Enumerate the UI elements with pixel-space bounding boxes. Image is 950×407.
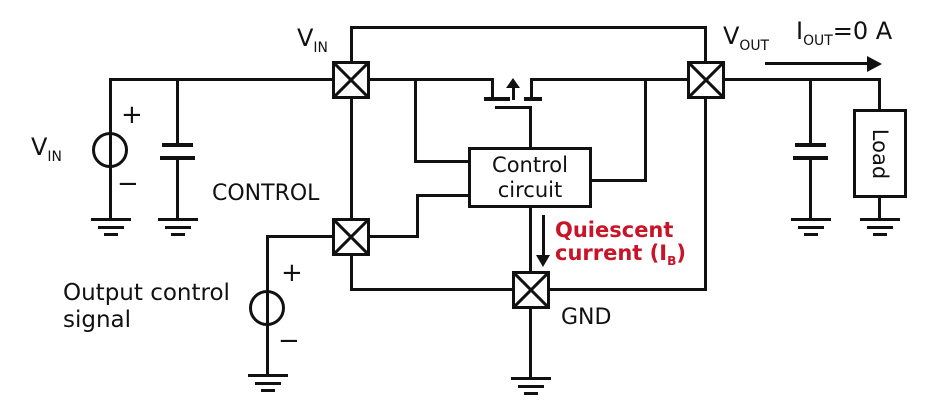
vin-source-label: VIN (31, 133, 62, 165)
quiescent-current-arrow-shaft (542, 215, 545, 256)
wire (721, 78, 881, 81)
wire (704, 97, 707, 291)
wire (414, 160, 470, 163)
vout-pin (687, 61, 725, 99)
wire (266, 235, 334, 238)
control-pin-label: CONTROL (212, 181, 320, 206)
ground-icon (248, 374, 288, 393)
mosfet-body-arrow-shaft (512, 84, 515, 100)
gnd-pin-label: GND (561, 305, 612, 330)
wire (809, 158, 812, 219)
load-block: Load (853, 109, 907, 198)
iout-arrow-icon (867, 56, 882, 72)
wire (878, 195, 881, 219)
wire (109, 78, 333, 81)
control-pin (332, 218, 370, 256)
wire (878, 78, 881, 111)
wire (369, 235, 419, 238)
pin-x-icon (515, 274, 547, 306)
wire (350, 288, 514, 291)
quiescent-current-arrow-icon (536, 255, 550, 267)
wire (529, 108, 532, 148)
ground-icon (91, 218, 131, 237)
output-control-signal-label: Output control signal (63, 280, 230, 333)
wire (529, 205, 532, 273)
ground-icon (511, 377, 551, 396)
wire (530, 78, 689, 81)
gnd-pin (512, 271, 550, 309)
vin-pin (332, 61, 370, 99)
wire (369, 78, 494, 81)
vin-source-icon (92, 132, 128, 168)
input-capacitor-plate (160, 156, 195, 160)
mosfet-source-bar (484, 97, 510, 101)
output-capacitor-plate (793, 156, 828, 160)
output-capacitor-plate (795, 143, 826, 147)
minus-sign: − (278, 326, 300, 356)
control-circuit-label-line2: circuit (497, 177, 563, 202)
wire (591, 179, 647, 182)
minus-sign: − (117, 169, 139, 199)
quiescent-current-label: Quiescent current (IB) (555, 218, 686, 269)
wire (548, 288, 706, 291)
output-control-source-icon (249, 290, 285, 326)
ground-icon (158, 218, 198, 237)
wire (350, 26, 706, 29)
ground-icon (791, 218, 831, 237)
wire (176, 78, 179, 145)
wire (176, 158, 179, 219)
wire (529, 307, 532, 378)
control-circuit-label-line1: Control (492, 152, 568, 177)
wire (644, 78, 647, 182)
vout-pin-label: VOUT (723, 22, 770, 54)
wire (530, 78, 533, 99)
vin-pin-label: VIN (297, 24, 328, 56)
wire (491, 78, 494, 99)
wire (350, 97, 353, 221)
load-label: Load (868, 128, 893, 179)
iout-arrow-shaft (765, 62, 868, 65)
wire (809, 78, 812, 145)
pin-x-icon (690, 64, 722, 96)
wire (350, 26, 353, 64)
iout-label: IOUT=0 A (796, 17, 893, 49)
control-circuit-block: Control circuit (468, 147, 592, 208)
plus-sign: + (281, 258, 303, 288)
wire (704, 26, 707, 64)
pin-x-icon (335, 64, 367, 96)
plus-sign: + (121, 100, 143, 130)
wire (416, 194, 470, 197)
mosfet-body-arrow-icon (506, 78, 520, 88)
wire (350, 255, 353, 291)
input-capacitor-plate (162, 143, 193, 147)
wire (416, 194, 419, 238)
pin-x-icon (335, 221, 367, 253)
wire (414, 78, 417, 163)
mosfet-gate-bar (495, 106, 532, 109)
ground-icon (860, 218, 900, 237)
mosfet-drain-bar (524, 97, 542, 101)
